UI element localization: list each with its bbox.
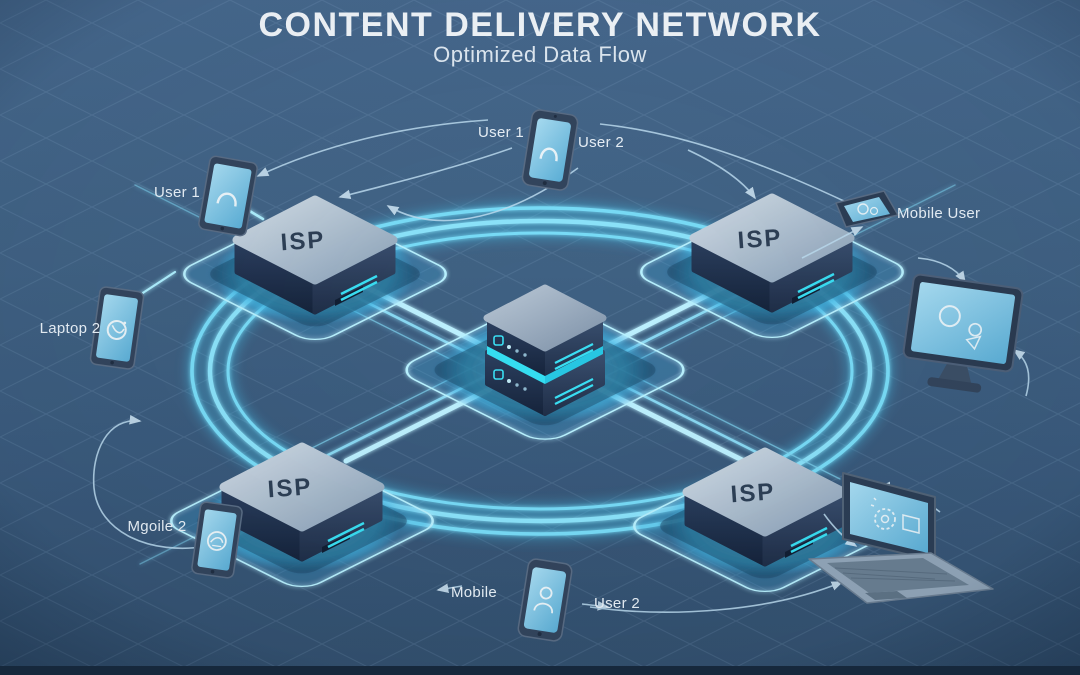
bottom-bar: [0, 666, 1080, 675]
